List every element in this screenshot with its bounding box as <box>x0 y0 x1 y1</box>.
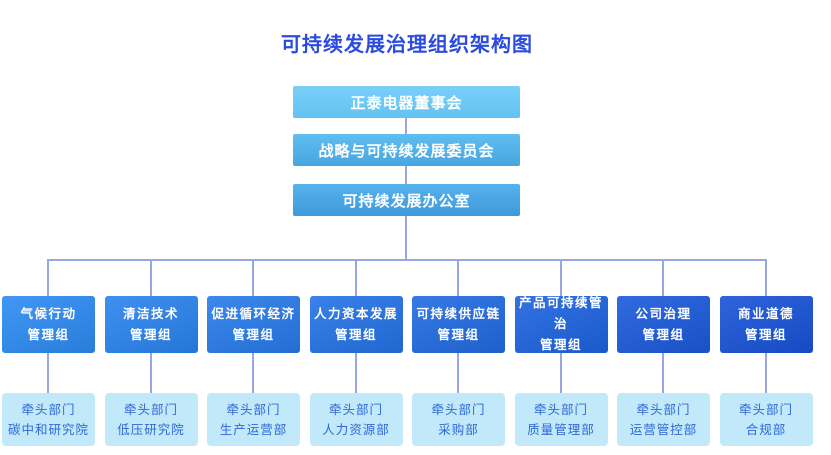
node-board-of-directors: 正泰电器董事会 <box>293 86 520 118</box>
lead-department-label: 牵头部门 <box>123 402 178 417</box>
group-name: 公司治理 <box>635 306 692 321</box>
group-name-suffix: 管理组 <box>642 327 685 342</box>
group-name-suffix: 管理组 <box>437 327 480 342</box>
lead-department-name: 低压研究院 <box>117 422 185 437</box>
connector-horizontal-bar <box>48 259 767 261</box>
management-group-node: 促进循环经济 管理组 <box>207 296 300 353</box>
lead-department-name: 人力资源部 <box>322 422 390 437</box>
org-column: 人力资本发展 管理组 牵头部门 人力资源部 <box>309 259 403 447</box>
lead-department-node: 牵头部门 人力资源部 <box>309 393 403 446</box>
lead-department-label: 牵头部门 <box>431 402 486 417</box>
lead-department-name: 碳中和研究院 <box>7 422 89 437</box>
lead-department-name: 质量管理部 <box>527 422 595 437</box>
group-name: 气候行动 <box>20 306 77 321</box>
management-group-node: 清洁技术 管理组 <box>104 296 198 353</box>
lead-department-node: 牵头部门 质量管理部 <box>514 393 608 446</box>
lead-department-node: 牵头部门 生产运营部 <box>207 393 300 446</box>
management-group-node: 商业道德 管理组 <box>719 296 813 353</box>
connector-spine <box>405 100 407 259</box>
lead-department-name: 采购部 <box>438 422 479 437</box>
group-name: 产品可持续管治 <box>518 296 603 331</box>
group-name-suffix: 管理组 <box>334 327 377 342</box>
group-name: 可持续供应链 <box>416 306 501 321</box>
lead-department-label: 牵头部门 <box>533 402 588 417</box>
lead-department-node: 牵头部门 碳中和研究院 <box>2 393 95 446</box>
lead-department-label: 牵头部门 <box>328 402 383 417</box>
group-name-suffix: 管理组 <box>744 327 787 342</box>
org-column: 公司治理 管理组 牵头部门 运营管控部 <box>617 259 710 447</box>
chart-title: 可持续发展治理组织架构图 <box>281 34 533 56</box>
org-column: 可持续供应链 管理组 牵头部门 采购部 <box>412 259 505 447</box>
lead-department-name: 生产运营部 <box>219 422 288 437</box>
lead-department-node: 牵头部门 运营管控部 <box>617 393 710 446</box>
lead-department-label: 牵头部门 <box>738 402 793 417</box>
group-name: 清洁技术 <box>122 306 179 321</box>
org-column: 商业道德 管理组 牵头部门 合规部 <box>719 259 813 447</box>
org-column: 清洁技术 管理组 牵头部门 低压研究院 <box>104 259 198 447</box>
node-label: 战略与可持续发展委员会 <box>318 142 495 160</box>
lead-department-node: 牵头部门 采购部 <box>412 393 505 446</box>
group-name-suffix: 管理组 <box>539 338 582 352</box>
group-name-suffix: 管理组 <box>129 327 172 342</box>
management-group-node: 气候行动 管理组 <box>2 296 95 353</box>
management-group-node: 产品可持续管治 管理组 <box>514 296 608 353</box>
management-group-node: 可持续供应链 管理组 <box>412 296 505 353</box>
node-strategy-sustainability-committee: 战略与可持续发展委员会 <box>293 134 520 166</box>
org-column: 产品可持续管治 管理组 牵头部门 质量管理部 <box>514 259 608 447</box>
group-name-suffix: 管理组 <box>27 327 70 342</box>
lead-department-name: 运营管控部 <box>629 422 698 437</box>
group-name: 商业道德 <box>737 306 794 321</box>
management-group-node: 公司治理 管理组 <box>617 296 710 353</box>
lead-department-label: 牵头部门 <box>226 402 281 417</box>
lead-department-label: 牵头部门 <box>21 402 76 417</box>
group-name: 促进循环经济 <box>211 306 296 321</box>
management-group-node: 人力资本发展 管理组 <box>309 296 403 353</box>
lead-department-label: 牵头部门 <box>636 402 691 417</box>
group-name: 人力资本发展 <box>313 306 398 321</box>
org-column: 气候行动 管理组 牵头部门 碳中和研究院 <box>2 259 95 447</box>
node-label: 可持续发展办公室 <box>342 192 471 210</box>
lead-department-node: 牵头部门 低压研究院 <box>104 393 198 446</box>
group-name-suffix: 管理组 <box>232 327 275 342</box>
lead-department-name: 合规部 <box>745 422 787 437</box>
node-sustainability-office: 可持续发展办公室 <box>293 184 520 216</box>
node-label: 正泰电器董事会 <box>350 94 463 112</box>
org-column: 促进循环经济 管理组 牵头部门 生产运营部 <box>207 259 300 447</box>
lead-department-node: 牵头部门 合规部 <box>719 393 813 446</box>
